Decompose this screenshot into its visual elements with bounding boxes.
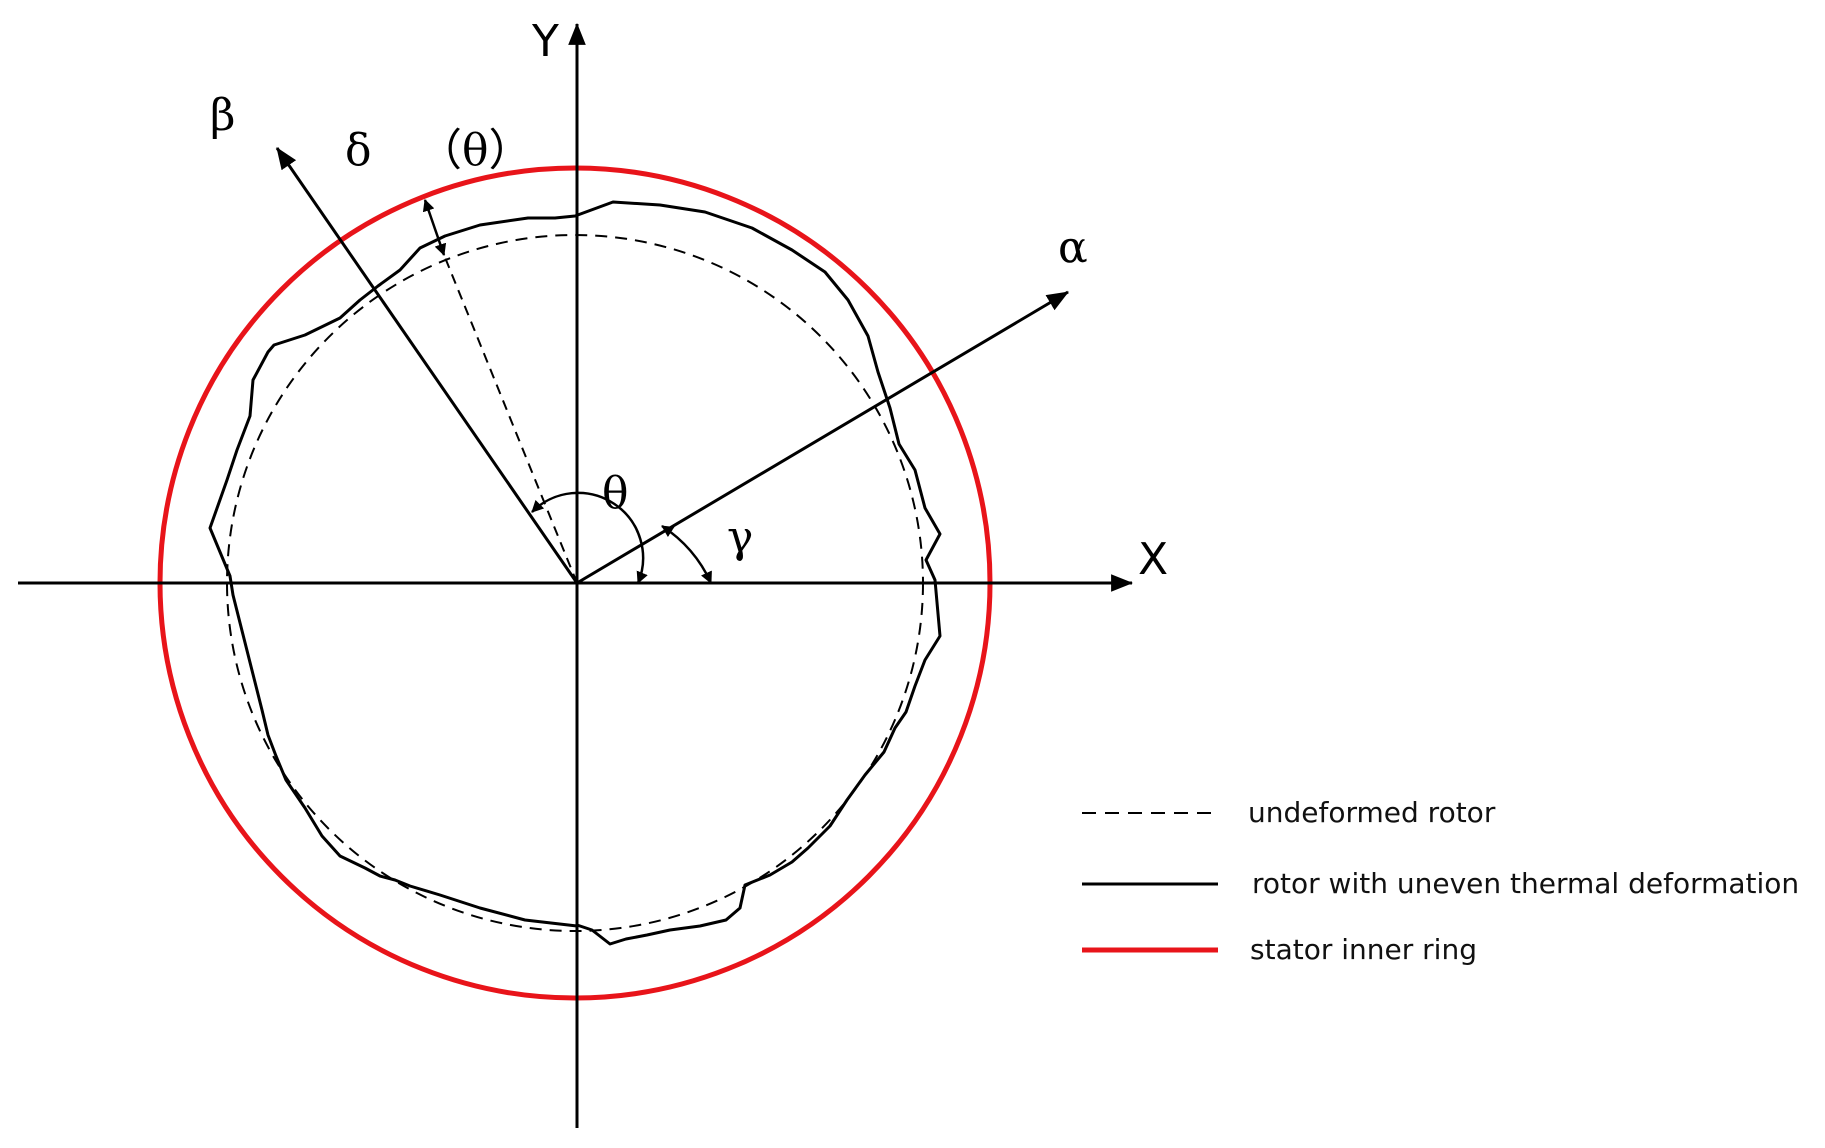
alpha-axis [576,290,1069,585]
gamma-label: γ [727,512,753,563]
legend: undeformed rotor rotor with uneven therm… [1082,796,1799,966]
alpha-axis-label: α [1058,222,1088,273]
y-axis-label: Y [531,16,559,67]
delta-arrow [422,199,447,256]
legend-item-deformed: rotor with uneven thermal deformation [1082,867,1799,900]
delta-argument-label: （θ） [418,125,533,176]
legend-label: stator inner ring [1250,933,1477,966]
legend-label: rotor with uneven thermal deformation [1252,867,1799,900]
theta-label: θ [602,468,629,519]
legend-label: undeformed rotor [1248,796,1496,829]
x-axis-label: X [1138,534,1168,585]
beta-axis [275,147,579,584]
gamma-arc [661,524,713,584]
deformed-rotor [208,200,942,946]
delta-label: δ [345,125,372,176]
beta-axis-label: β [210,90,235,141]
legend-item-undeformed: undeformed rotor [1082,796,1496,829]
theta-arc [531,491,648,584]
legend-item-stator: stator inner ring [1082,933,1477,966]
